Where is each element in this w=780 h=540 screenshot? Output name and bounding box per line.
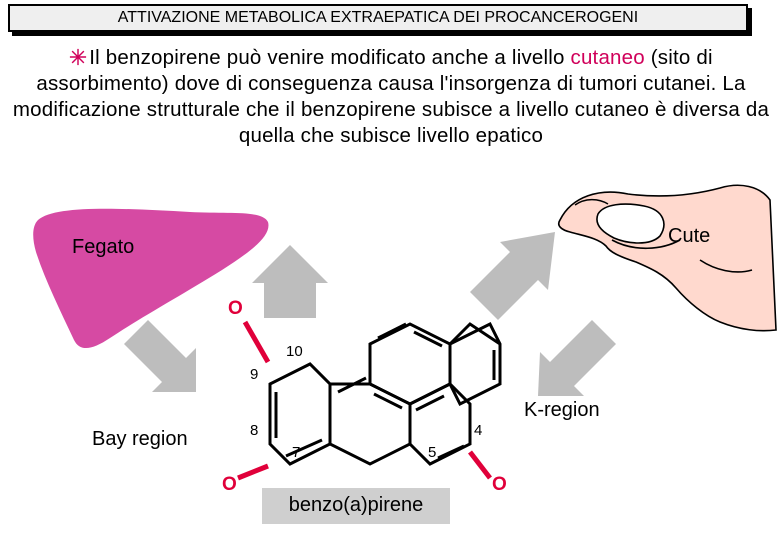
oxygen-label-bay-top: O xyxy=(228,298,243,319)
position-7-label: 7 xyxy=(292,444,301,461)
arrow-to-liver xyxy=(252,245,328,318)
oxygen-label-bay-bottom: O xyxy=(222,474,237,495)
skin-label: Cute xyxy=(668,225,711,247)
asterisk-bullet-icon xyxy=(70,48,87,66)
bay-region-label: Bay region xyxy=(92,428,188,450)
position-10-label: 10 xyxy=(286,343,303,360)
title-banner: ATTIVAZIONE METABOLICA EXTRAEPATICA DEI … xyxy=(8,4,748,32)
oxygen-bonds xyxy=(237,320,492,481)
position-4-label: 4 xyxy=(474,422,483,439)
arrow-liver-to-bay xyxy=(124,320,196,392)
paragraph-highlight: cutaneo xyxy=(570,46,645,69)
molecule-name-box: benzo(a)pirene xyxy=(262,488,450,524)
position-5-label: 5 xyxy=(428,444,437,461)
hand-illustration xyxy=(557,184,777,332)
molecule-name: benzo(a)pirene xyxy=(288,494,424,516)
arrow-to-skin xyxy=(470,232,555,320)
paragraph-text-after: (sito di assorbimento) dove di conseguen… xyxy=(12,46,770,147)
oxygen-label-k-region: O xyxy=(492,474,507,495)
liver-label: Fegato xyxy=(72,236,135,258)
liver-shape xyxy=(33,208,269,349)
k-region-label: K-region xyxy=(524,399,600,421)
pathway-arrows xyxy=(124,232,616,396)
position-9-label: 9 xyxy=(250,366,259,383)
description-paragraph: Il benzopirene può venire modificato anc… xyxy=(8,45,774,149)
benzopyrene-structure xyxy=(268,321,502,466)
position-8-label: 8 xyxy=(250,422,259,439)
page-title: ATTIVAZIONE METABOLICA EXTRAEPATICA DEI … xyxy=(117,9,639,26)
arrow-skin-to-k xyxy=(538,320,616,396)
paragraph-text-before: Il benzopirene può venire modificato anc… xyxy=(89,46,571,69)
